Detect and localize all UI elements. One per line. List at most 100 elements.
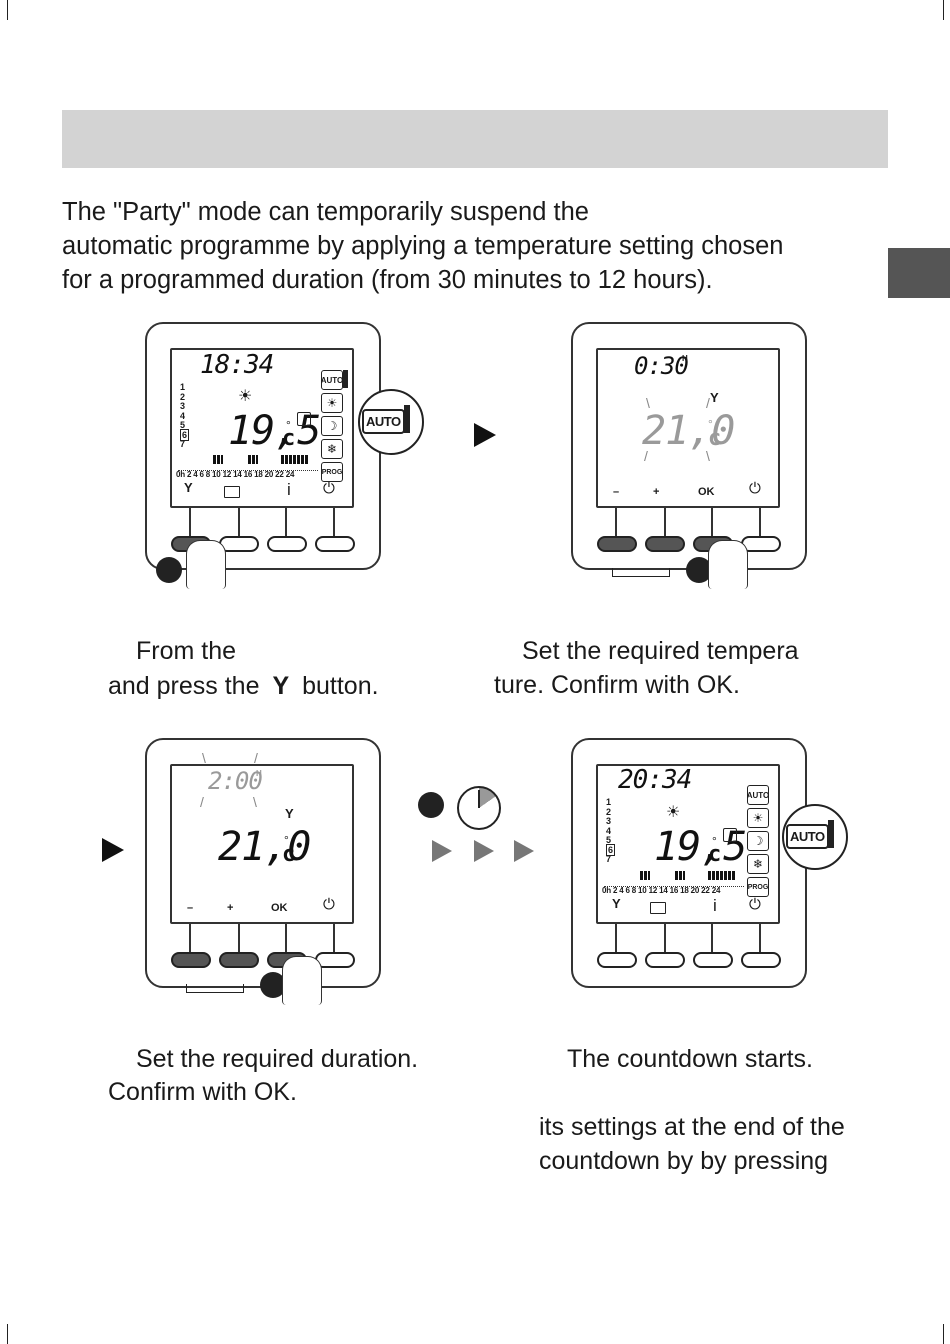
button-stem <box>238 924 240 952</box>
step-2-caption-line: Set the required tempera <box>522 637 799 665</box>
hour-mark: H <box>682 354 688 363</box>
step-2-caption-line: ture. Confirm with OK. <box>494 671 740 699</box>
chapter-tab <box>888 248 950 298</box>
active-day-label: 6 <box>606 843 616 856</box>
day-label: 4 <box>180 410 186 421</box>
step-1-caption-line: From the <box>136 637 237 665</box>
power-icon: ⏻ <box>323 480 335 497</box>
intro-text: The "Party" mode can temporarily suspend… <box>62 195 882 297</box>
party-button[interactable] <box>597 952 637 968</box>
pressing-hand-icon <box>282 956 322 1005</box>
prog-icon: PROG <box>747 877 769 897</box>
program-bars <box>640 871 740 880</box>
button-stem <box>759 924 761 952</box>
mode-pointer-icon <box>343 370 348 388</box>
power-icon: ⏻ <box>749 896 761 913</box>
hour-mark: H <box>256 769 262 778</box>
degree-mark: ° <box>708 417 713 431</box>
power-button[interactable] <box>741 952 781 968</box>
plus-button[interactable] <box>219 952 259 968</box>
power-button[interactable] <box>315 536 355 552</box>
blink-mark: \ <box>706 448 710 464</box>
frost-icon: ❄ <box>321 439 343 459</box>
temperature-display: 21,0 <box>642 408 735 454</box>
day-label: 3 <box>606 816 612 826</box>
step-4-caption-line: The countdown starts. <box>567 1045 813 1073</box>
blink-mark: / <box>644 448 648 464</box>
minus-plus-bracket <box>186 984 244 993</box>
unit-label: c <box>282 842 295 867</box>
auto-mode-icon: AUTO <box>321 370 343 390</box>
crop-mark <box>943 0 944 20</box>
step-1-caption-text: button. <box>302 672 379 700</box>
hour-axis <box>178 465 318 471</box>
ok-label: OK <box>698 486 715 498</box>
step-3-caption-line: Confirm with OK. <box>108 1078 297 1106</box>
button-stem <box>189 924 191 952</box>
step-1-caption-text: and press the <box>108 672 260 700</box>
temperature-display: 19,5 <box>228 408 321 454</box>
day-list: 1 2 3 4 5 6 7 <box>606 797 616 865</box>
step-marker-3 <box>260 972 286 998</box>
button-stem <box>664 508 666 536</box>
button-stem <box>285 924 287 952</box>
intro-line: The "Party" mode can temporarily suspend… <box>62 198 589 226</box>
ok-label: OK <box>271 902 288 914</box>
power-icon: ⏻ <box>749 480 761 497</box>
auto-zoom-label: AUTO <box>786 824 829 849</box>
mode-icons: AUTO ☀ ☽ ❄ PROG <box>321 370 343 482</box>
step-marker-4 <box>418 792 444 818</box>
day-label: 5 <box>606 835 612 845</box>
progress-arrow-icon <box>474 840 494 862</box>
minus-label: – <box>613 486 620 498</box>
holiday-button[interactable] <box>645 952 685 968</box>
section-header-bar <box>62 110 888 168</box>
day-label: 2 <box>180 391 186 402</box>
button-stem <box>615 508 617 536</box>
party-glass-icon: Y <box>272 672 290 700</box>
minus-button[interactable] <box>171 952 211 968</box>
button-stem <box>189 508 191 536</box>
step-marker-2 <box>686 557 712 583</box>
crop-mark <box>7 1324 8 1344</box>
holiday-suitcase-icon <box>650 902 666 914</box>
duration-display: 0:30 <box>634 352 689 380</box>
info-button[interactable] <box>693 952 733 968</box>
plus-button[interactable] <box>645 536 685 552</box>
degree-mark: ° <box>284 833 289 847</box>
degree-mark: ° <box>712 834 717 848</box>
info-button[interactable] <box>267 536 307 552</box>
button-stem <box>711 924 713 952</box>
day-list: 1 2 3 4 5 6 7 <box>180 382 190 450</box>
party-glass-icon: Y <box>710 390 719 405</box>
lcd-screen-2 <box>596 348 780 508</box>
day-label: 3 <box>180 401 186 411</box>
mode-icons: AUTO ☀ ☽ ❄ PROG <box>747 785 769 897</box>
progress-arrow-icon <box>432 840 452 862</box>
auto-mode-icon: AUTO <box>747 785 769 805</box>
blink-mark: \ <box>253 794 257 810</box>
hour-scale: 0h 2 4 6 8 10 12 14 16 18 20 22 24 <box>176 470 295 479</box>
button-stem <box>615 924 617 952</box>
day-label: 1 <box>606 797 612 807</box>
day-label: 7 <box>180 439 186 449</box>
comfort-icon: ☀ <box>747 808 769 828</box>
party-glass-icon: Y <box>612 896 621 911</box>
button-stem <box>759 508 761 536</box>
button-stem <box>238 508 240 536</box>
blink-mark: / <box>254 750 258 766</box>
sun-icon: ☀ <box>666 804 681 821</box>
plus-label: + <box>227 902 234 914</box>
house-icon <box>723 828 737 842</box>
step-4-caption-line: its settings at the end of the <box>539 1113 845 1141</box>
day-label: 1 <box>180 382 186 392</box>
day-label: 5 <box>180 420 186 430</box>
next-arrow-icon <box>102 838 124 862</box>
auto-zoom-pointer <box>404 405 410 433</box>
minus-button[interactable] <box>597 536 637 552</box>
holiday-suitcase-icon <box>224 486 240 498</box>
house-icon <box>297 412 311 426</box>
lcd-screen-3 <box>170 764 354 924</box>
degree-mark: ° <box>286 418 291 432</box>
active-day-label: 6 <box>180 428 190 441</box>
